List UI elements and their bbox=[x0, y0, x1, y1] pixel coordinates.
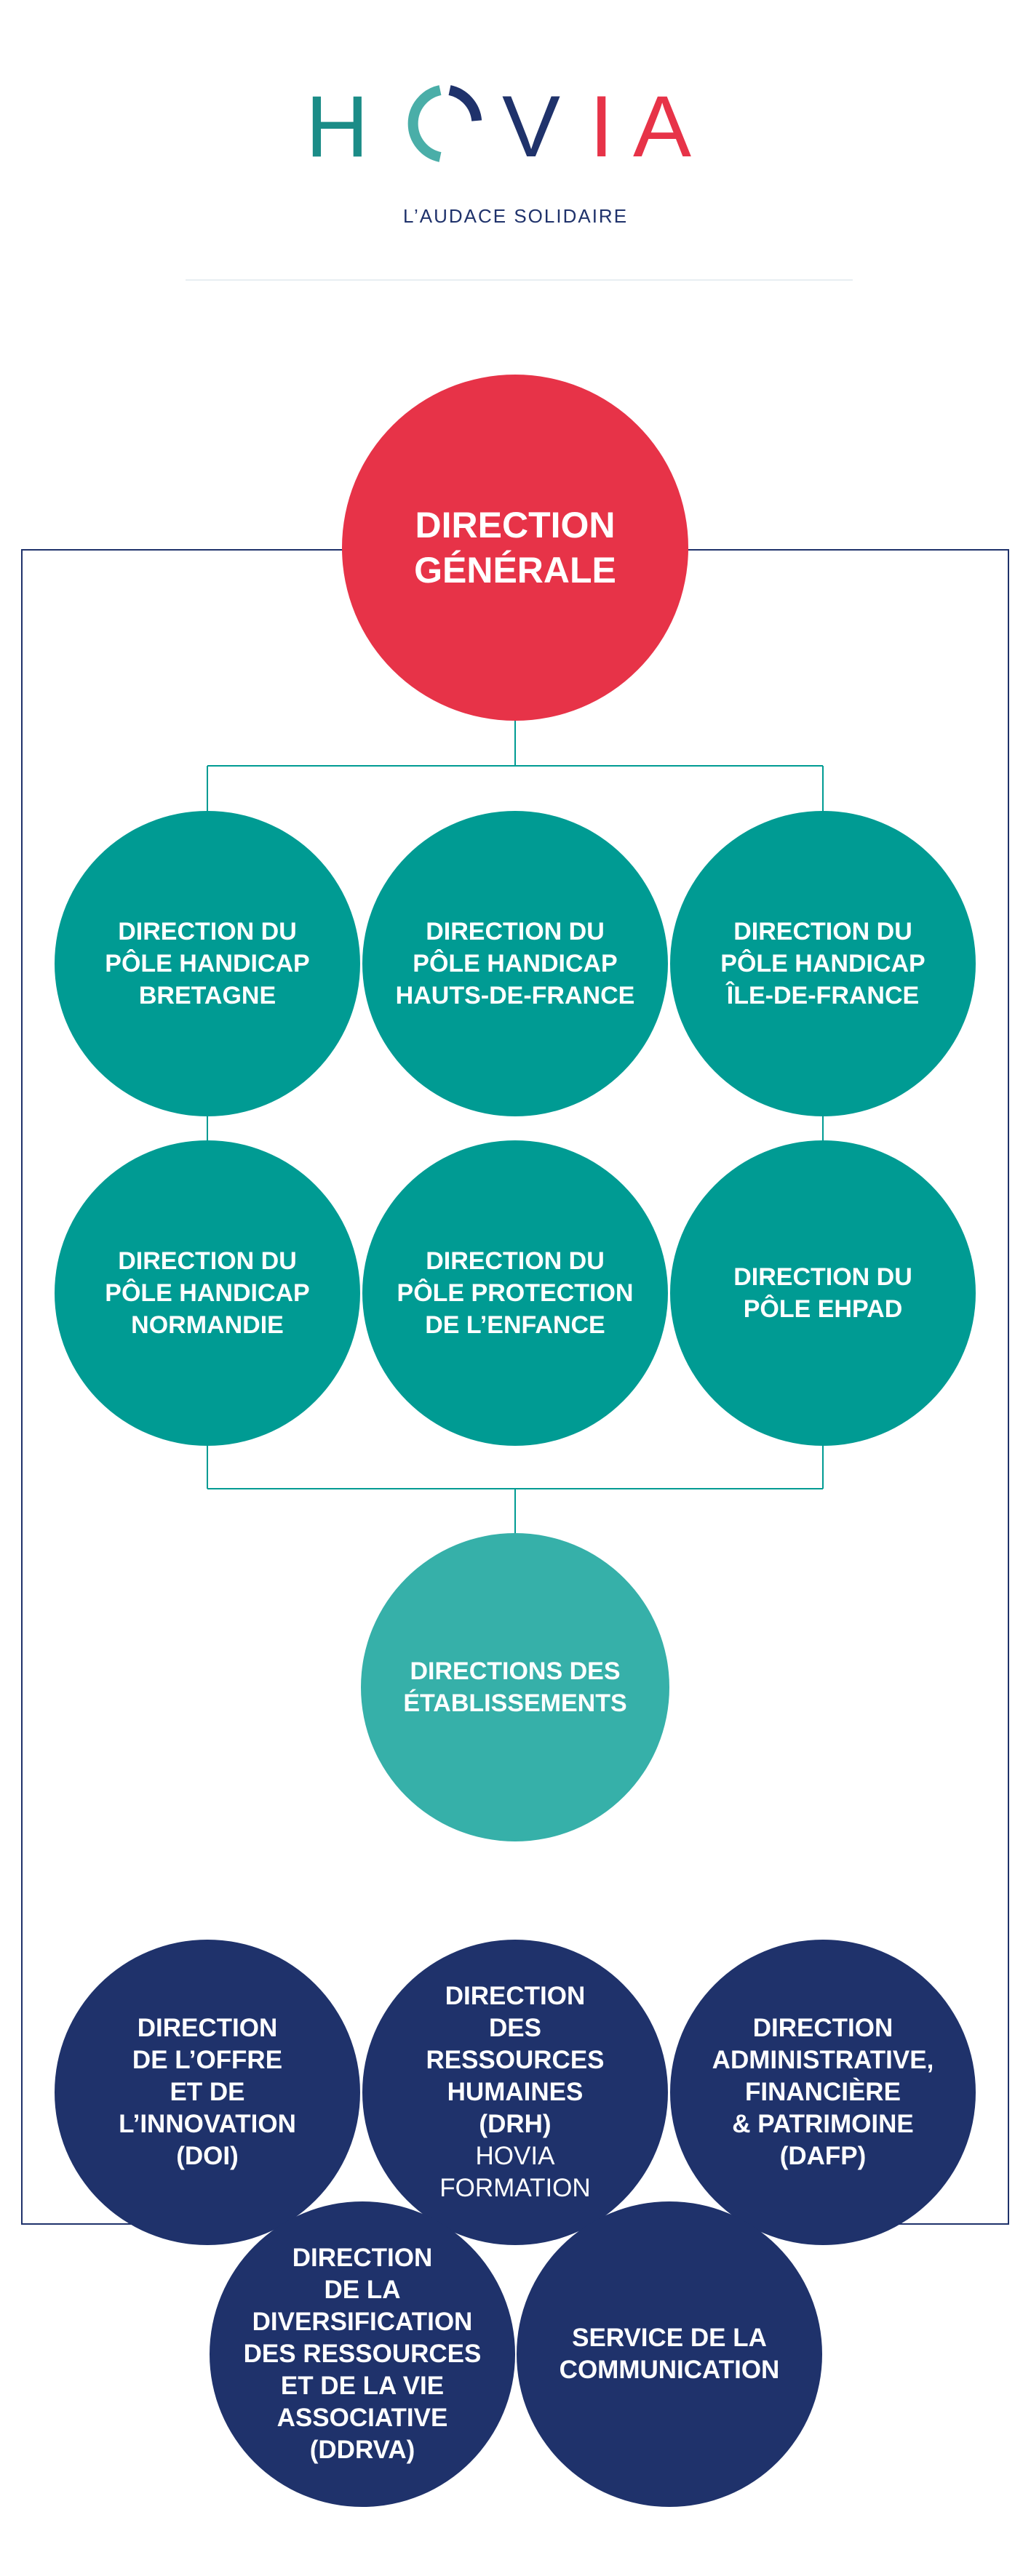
node-label: DIRECTION DE LA DIVERSIFICATION DES RESS… bbox=[243, 2244, 482, 2464]
node-label: DIRECTION DU PÔLE PROTECTION DE L’ENFANC… bbox=[397, 1247, 634, 1339]
node-label: DIRECTION DE L’OFFRE ET DE L’INNOVATION … bbox=[119, 2014, 296, 2170]
logo-letter-h: H bbox=[306, 80, 369, 175]
node-sublabel: HOVIA FORMATION bbox=[439, 2142, 591, 2202]
logo-letter-o bbox=[407, 85, 482, 162]
node-doi: DIRECTION DE L’OFFRE ET DE L’INNOVATION … bbox=[55, 1940, 360, 2245]
hovia-logo: H V I A bbox=[306, 80, 691, 175]
logo-letter-a: A bbox=[633, 80, 691, 175]
node-pole-protection-enfance: DIRECTION DU PÔLE PROTECTION DE L’ENFANC… bbox=[362, 1140, 668, 1446]
node-label: DIRECTION DU PÔLE HANDICAP BRETAGNE bbox=[105, 918, 310, 1009]
node-label: DIRECTIONS DES ÉTABLISSEMENTS bbox=[403, 1657, 627, 1717]
node-directions-etablissements: DIRECTIONS DES ÉTABLISSEMENTS bbox=[361, 1533, 669, 1841]
logo-letter-i: I bbox=[589, 80, 613, 175]
node-label: DIRECTION DU PÔLE HANDICAP NORMANDIE bbox=[105, 1247, 310, 1339]
node-dafp: DIRECTION ADMINISTRATIVE, FINANCIÈRE & P… bbox=[670, 1940, 976, 2245]
node-drh: DIRECTION DES RESSOURCES HUMAINES (DRH) … bbox=[362, 1940, 668, 2245]
node-direction-generale: DIRECTION GÉNÉRALE bbox=[342, 375, 688, 721]
node-label: DIRECTION DES RESSOURCES HUMAINES (DRH) bbox=[426, 1982, 605, 2138]
node-pole-ehpad: DIRECTION DU PÔLE EHPAD bbox=[670, 1140, 976, 1446]
node-pole-bretagne: DIRECTION DU PÔLE HANDICAP BRETAGNE bbox=[55, 811, 360, 1116]
node-label: SERVICE DE LA COMMUNICATION bbox=[559, 2324, 780, 2384]
logo-tagline: L’AUDACE SOLIDAIRE bbox=[402, 205, 629, 227]
node-pole-normandie: DIRECTION DU PÔLE HANDICAP NORMANDIE bbox=[55, 1140, 360, 1446]
node-communication: SERVICE DE LA COMMUNICATION bbox=[517, 2201, 822, 2507]
node-label: DIRECTION ADMINISTRATIVE, FINANCIÈRE & P… bbox=[712, 2014, 934, 2170]
header-divider bbox=[186, 279, 853, 281]
node-label: DIRECTION DU PÔLE HANDICAP HAUTS-DE-FRAN… bbox=[395, 918, 635, 1009]
node-pole-ile-de-france: DIRECTION DU PÔLE HANDICAP ÎLE-DE-FRANCE bbox=[670, 811, 976, 1116]
node-pole-hauts-de-france: DIRECTION DU PÔLE HANDICAP HAUTS-DE-FRAN… bbox=[362, 811, 668, 1116]
node-label: DIRECTION DU PÔLE HANDICAP ÎLE-DE-FRANCE bbox=[720, 918, 925, 1009]
logo-letter-v: V bbox=[502, 80, 560, 175]
node-ddrva: DIRECTION DE LA DIVERSIFICATION DES RESS… bbox=[210, 2201, 515, 2507]
node-label: DIRECTION GÉNÉRALE bbox=[414, 505, 616, 591]
node-label: DIRECTION DU PÔLE EHPAD bbox=[733, 1263, 912, 1323]
